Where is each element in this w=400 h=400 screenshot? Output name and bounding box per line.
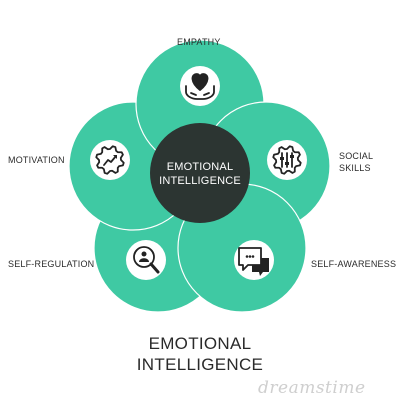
- watermark-text: dreamstime: [258, 378, 366, 398]
- label-self-regulation: SELF-REGULATION: [8, 259, 95, 269]
- center-circle: [150, 123, 250, 223]
- gear-sliders-icon: [267, 140, 307, 180]
- label-empathy: EMPATHY: [177, 37, 221, 47]
- magnifier-person-icon: [126, 240, 166, 280]
- icon-group: [90, 66, 307, 280]
- gear-arrow-icon: [90, 140, 130, 180]
- chat-bubbles-icon: [234, 240, 274, 280]
- heart-in-hands-icon: [180, 66, 220, 106]
- label-self-awareness: SELF-AWARENESS: [311, 259, 397, 269]
- label-motivation: MOTIVATION: [8, 155, 65, 165]
